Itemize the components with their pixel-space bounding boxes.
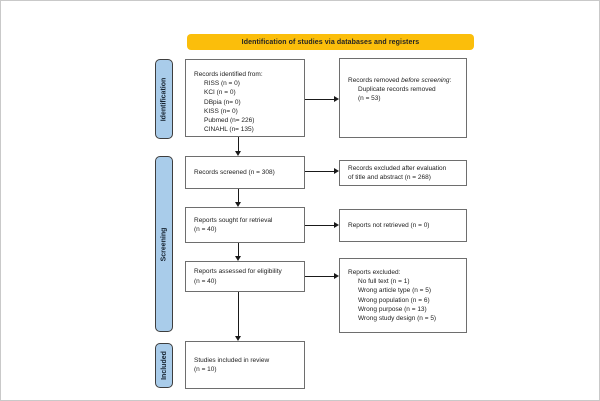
reports-not-retrieved-text: Reports not retrieved (n = 0) <box>348 221 430 229</box>
arrow-screened-to-sought-line <box>238 189 239 202</box>
box-records-excluded: Records excluded after evaluation of tit… <box>339 160 467 186</box>
arrow-sought-to-assessed-line <box>238 243 239 256</box>
records-removed-italic: before screening <box>401 77 450 84</box>
banner-identification-header: Identification of studies via databases … <box>187 34 474 50</box>
excluded-item-wrong-population: Wrong population (n = 6) <box>358 296 430 304</box>
records-removed-title: Records removed before screening: <box>348 76 462 85</box>
box-reports-not-retrieved: Reports not retrieved (n = 0) <box>339 209 467 242</box>
records-excluded-line1: Records excluded after evaluation <box>348 164 447 172</box>
reports-assessed-line1: Reports assessed for eligibility <box>194 268 282 276</box>
excluded-item-no-full-text: No full text (n = 1) <box>358 278 410 286</box>
arrow-assessed-to-included-head <box>235 336 241 341</box>
arrow-sought-to-not-retrieved-line <box>305 225 334 226</box>
studies-included-line1: Studies included in review <box>194 356 270 364</box>
records-excluded-line2: of title and abstract (n = 268) <box>348 174 431 181</box>
arrow-identified-to-screened-line <box>238 137 239 151</box>
box-studies-included: Studies included in review (n = 10) <box>185 341 305 389</box>
studies-included-line2: (n = 10) <box>194 366 217 373</box>
arrow-sought-to-not-retrieved-head <box>334 222 339 228</box>
records-removed-prefix: Records removed <box>348 77 402 84</box>
arrow-identified-to-removed-line <box>305 99 334 100</box>
excluded-item-wrong-purpose: Wrong purpose (n = 13) <box>358 305 427 313</box>
records-identified-title: Records identified from: <box>194 71 263 78</box>
box-reports-excluded: Reports excluded: No full text (n = 1) W… <box>339 258 467 333</box>
source-item-pubmed: Pubmed (n= 226) <box>204 117 255 125</box>
source-item-cinahl: CINAHL (n= 135) <box>204 126 254 134</box>
reports-sought-line2: (n = 40) <box>194 226 217 233</box>
source-item-dbpia: DBpia (n= 0) <box>204 98 241 106</box>
stage-label-identification: Identification <box>160 77 168 121</box>
arrow-identified-to-removed-head <box>334 96 339 102</box>
records-removed-item-duplicates: Duplicate records removed <box>358 86 436 94</box>
stage-label-included: Included <box>160 351 168 380</box>
arrow-identified-to-screened-head <box>235 151 241 156</box>
stage-bar-included: Included <box>155 343 173 388</box>
source-item-riss: RISS (n = 0) <box>204 80 240 88</box>
arrow-assessed-to-excluded-head <box>334 273 339 279</box>
arrow-screened-to-sought-head <box>235 202 241 207</box>
excluded-item-wrong-article-type: Wrong article type (n = 5) <box>358 287 432 295</box>
stage-bar-identification: Identification <box>155 59 173 139</box>
source-item-kci: KCI (n = 0) <box>204 89 236 97</box>
box-records-identified: Records identified from: RISS (n = 0) KC… <box>185 59 305 137</box>
reports-sought-line1: Reports sought for retrieval <box>194 216 273 224</box>
stage-bar-screening: Screening <box>155 156 173 332</box>
arrow-assessed-to-excluded-line <box>305 276 334 277</box>
records-screened-text: Records screened (n = 308) <box>194 168 275 176</box>
box-records-removed: Records removed before screening: Duplic… <box>339 58 467 138</box>
records-removed-item-count: (n = 53) <box>358 95 381 103</box>
stage-label-screening: Screening <box>160 227 168 261</box>
reports-excluded-title: Reports excluded: <box>348 269 401 276</box>
box-reports-sought: Reports sought for retrieval (n = 40) <box>185 207 305 243</box>
source-item-kiss: KISS (n= 0) <box>204 107 238 115</box>
arrow-assessed-to-included-line <box>238 292 239 336</box>
arrow-sought-to-assessed-head <box>235 256 241 261</box>
excluded-item-wrong-study-design: Wrong study design (n = 5) <box>358 315 437 323</box>
box-records-screened: Records screened (n = 308) <box>185 156 305 189</box>
records-removed-suffix: : <box>449 77 452 84</box>
arrow-screened-to-excluded-line <box>305 171 334 172</box>
box-reports-assessed: Reports assessed for eligibility (n = 40… <box>185 261 305 292</box>
reports-assessed-line2: (n = 40) <box>194 277 217 285</box>
arrow-screened-to-excluded-head <box>334 168 339 174</box>
